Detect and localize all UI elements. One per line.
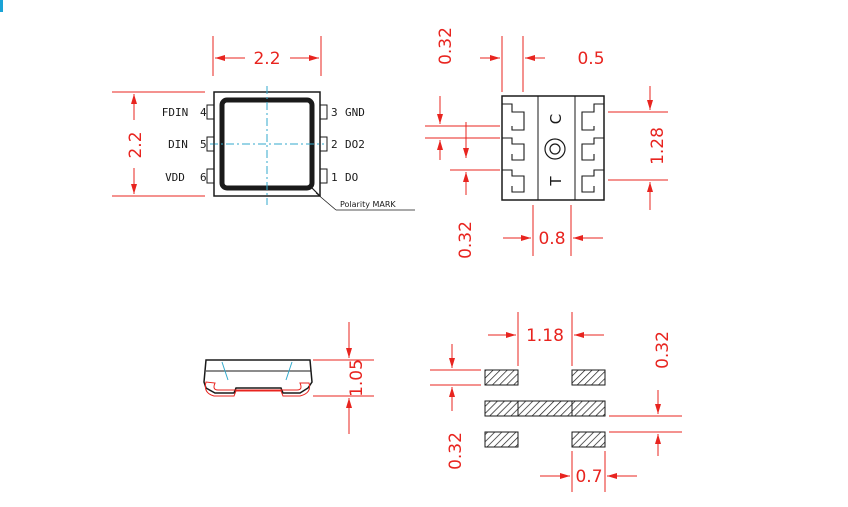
pin-num-6: 6 [200,171,207,184]
polarity-mark-label: Polarity MARK [340,200,396,209]
bottom-mark-c: C [547,114,565,124]
pin-label-vdd: VDD [165,171,185,184]
pin-label-din: DIN [168,138,188,151]
bottom-pad-width-dim: 0.32 [436,27,456,65]
bottom-pad-height-dim: 0.32 [456,221,476,259]
pin-num-1: 1 [331,171,338,184]
bottom-mark-t: T [547,176,565,187]
footprint-right-dim: 0.32 [653,331,673,369]
top-height-dim: 2.2 [126,131,146,158]
footprint-bottom-dim: 0.7 [575,467,602,487]
bottom-pad-span-dim: 1.28 [648,127,668,165]
top-width-dim: 2.2 [253,49,280,69]
pin-label-gnd: GND [345,106,365,119]
bottom-pitch-dim: 0.8 [538,229,565,249]
pin-num-5: 5 [200,138,207,151]
pin-label-do2: DO2 [345,138,365,151]
pin-num-4: 4 [200,106,207,119]
side-height-dim: 1.05 [347,359,367,397]
pin-label-do: DO [345,171,358,184]
pin-label-fdin: FDIN [162,106,189,119]
pin-num-2: 2 [331,138,338,151]
pin-num-3: 3 [331,106,338,119]
bottom-view: C T 0.5 0.32 0.32 1.28 0.8 [425,27,668,259]
bottom-edge-dim: 0.5 [577,49,604,69]
corner-accent [0,0,3,12]
top-view: 2.2 2.2 FDIN 4 DIN 5 VDD 6 3 GND 2 DO2 [112,36,415,211]
footprint-top-dim: 1.18 [526,326,564,346]
side-view: 1.05 [203,322,374,434]
footprint-left-dim: 0.32 [446,432,466,470]
footprint-view: 1.18 0.32 0.32 0.7 [430,312,682,492]
